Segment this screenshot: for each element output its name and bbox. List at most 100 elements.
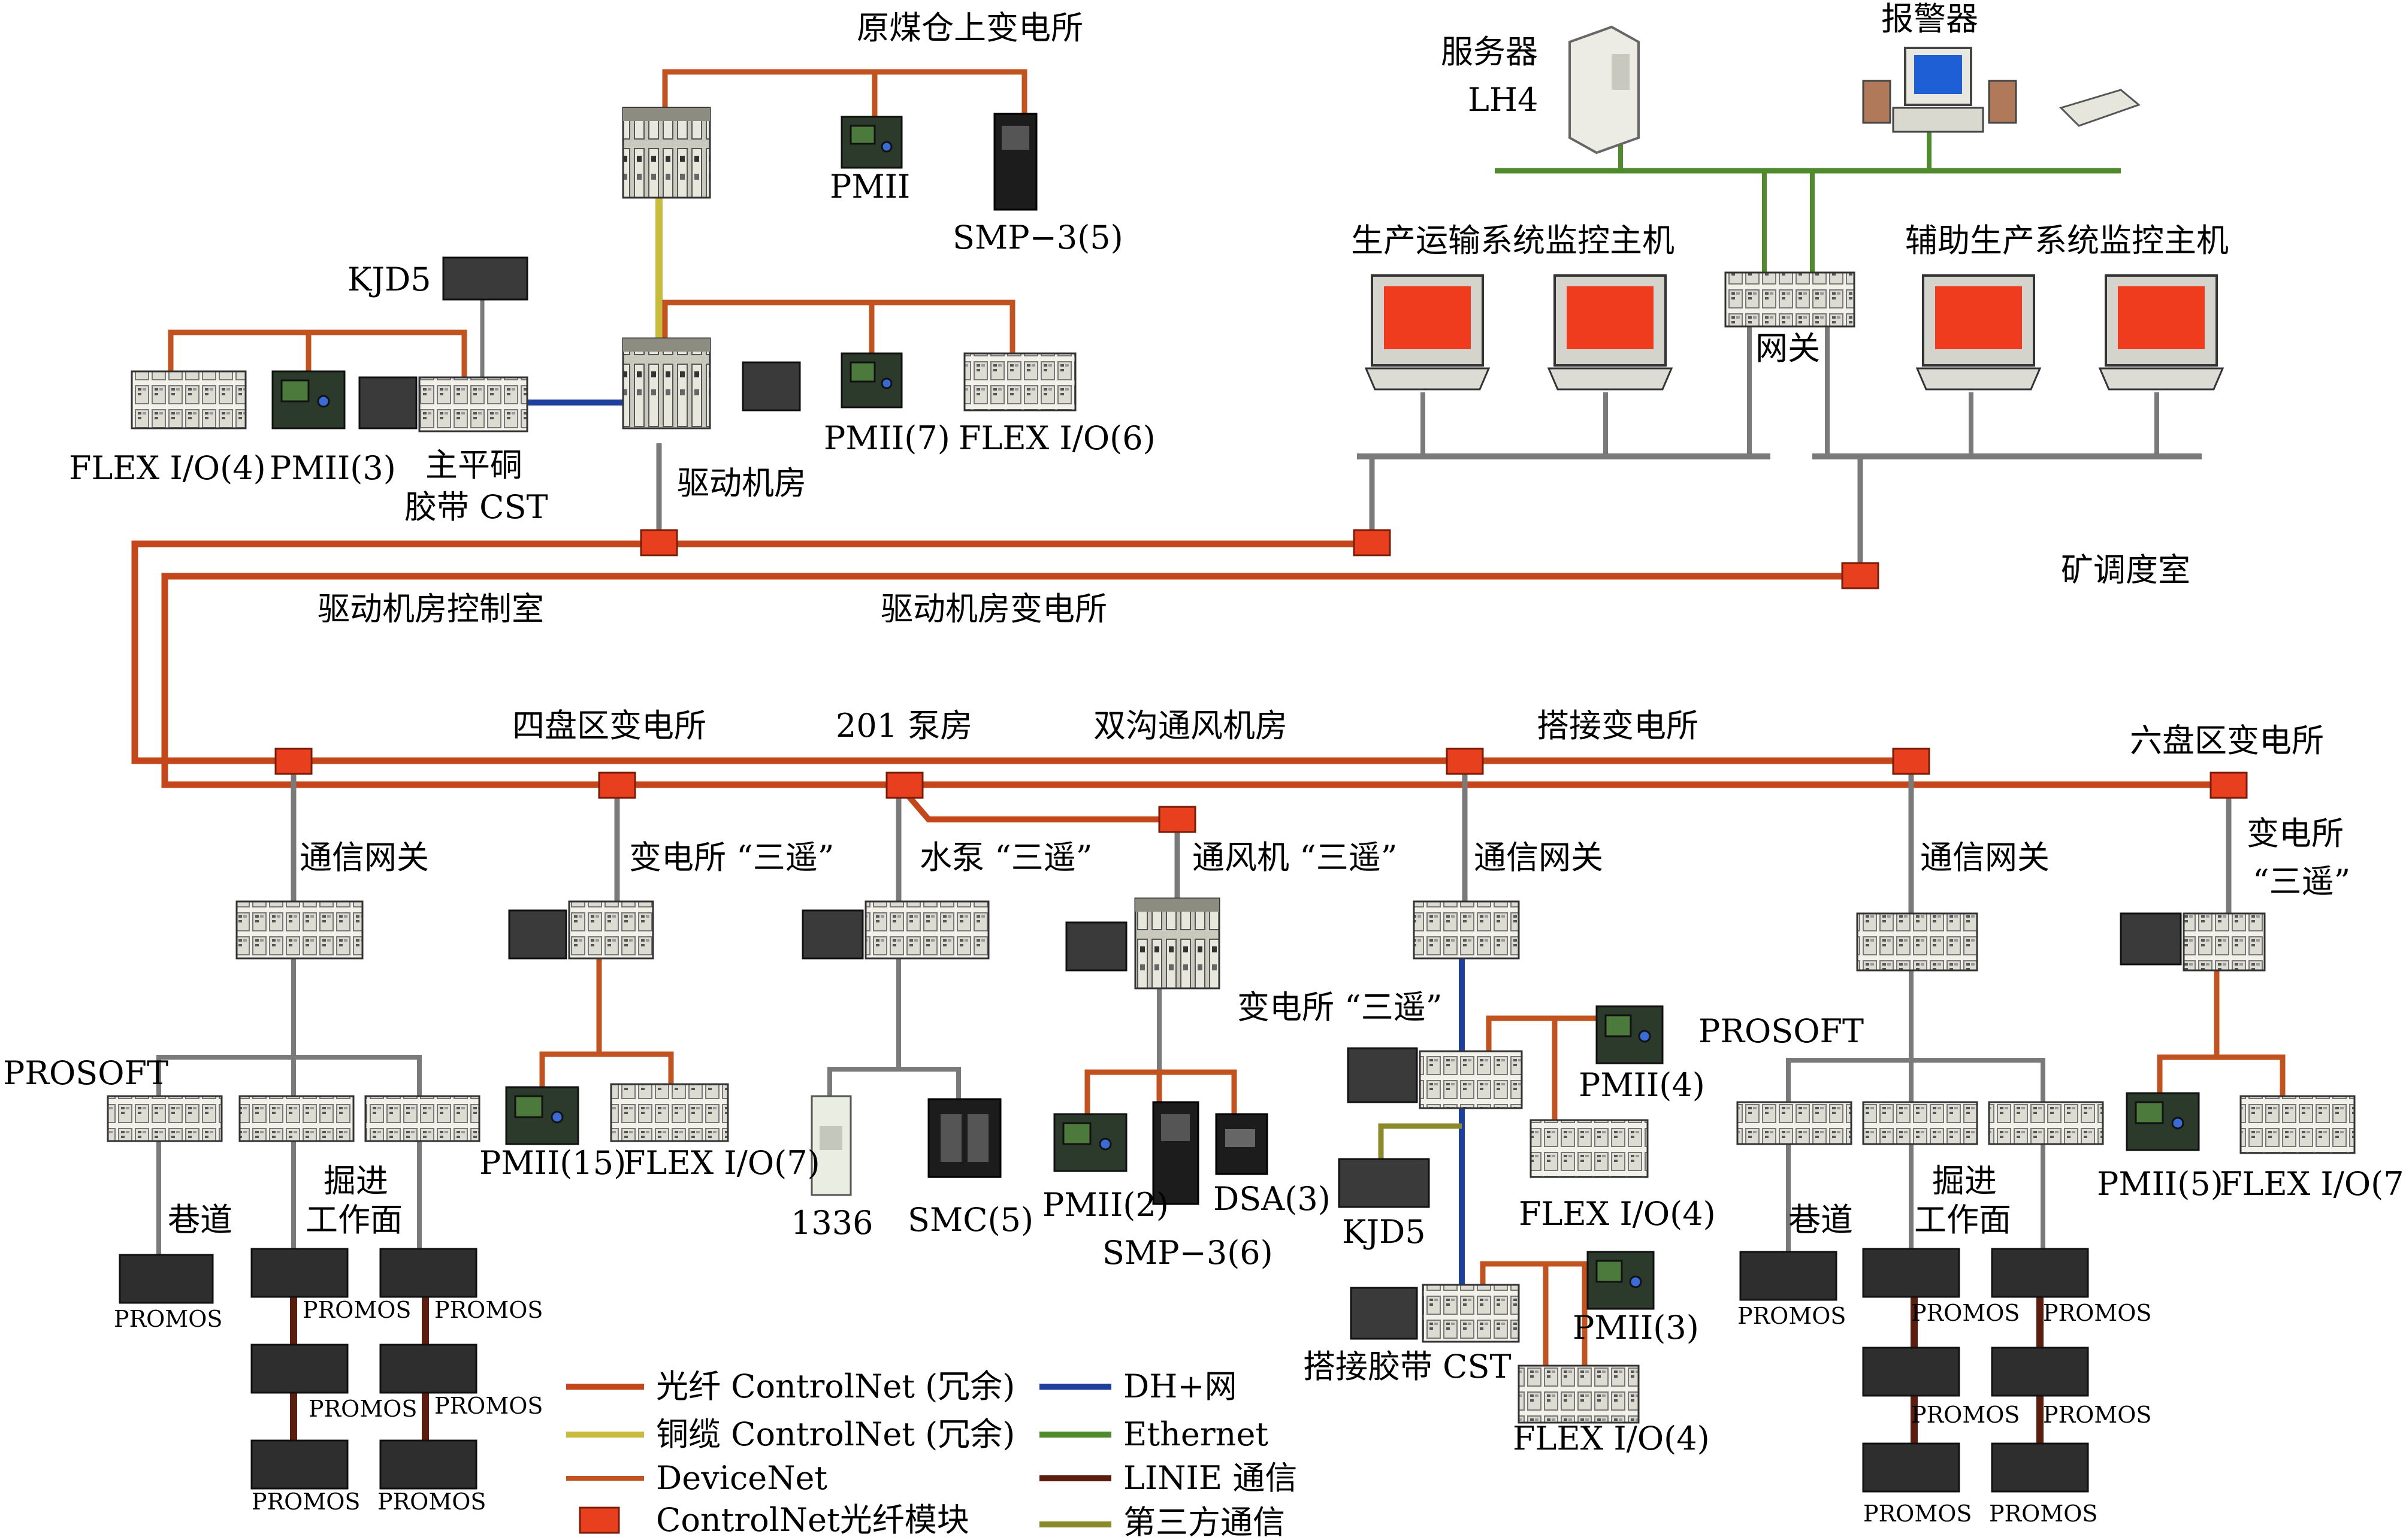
legend-label-module: ControlNet光纤模块 bbox=[656, 1501, 969, 1539]
plc-rack-icon bbox=[1134, 897, 1220, 990]
hmi-panel-icon bbox=[442, 256, 528, 301]
prosoft-module-icon bbox=[238, 1095, 355, 1142]
gateway-plc-icon bbox=[1856, 912, 1978, 972]
hmi-panel-icon bbox=[742, 361, 801, 412]
fiber-controlnet-line bbox=[131, 540, 1911, 764]
label-lane-left: 巷道 bbox=[168, 1201, 232, 1239]
fiber-module-icon bbox=[1892, 748, 1930, 775]
promos-unit-icon bbox=[250, 1344, 349, 1394]
label-kjd5-mid: KJD5 bbox=[1342, 1213, 1426, 1251]
label-promos: PROMOS bbox=[1863, 1500, 1972, 1527]
label-server: 服务器 bbox=[1441, 33, 1538, 71]
drive-unit-icon bbox=[927, 1098, 1002, 1178]
pmii-device-icon bbox=[841, 116, 903, 169]
legend-swatch-module bbox=[579, 1506, 620, 1534]
hmi-panel-icon bbox=[1350, 1287, 1418, 1340]
legend: 光纤 ControlNet (冗余) 铜缆 ControlNet (冗余) De… bbox=[566, 1367, 1297, 1540]
pmii-device-icon bbox=[271, 370, 346, 429]
label-pmii4: PMII(4) bbox=[1579, 1066, 1705, 1104]
flex-io-icon bbox=[610, 1083, 729, 1142]
label-comm-gateway-right: 通信网关 bbox=[1920, 839, 2050, 876]
hmi-panel-icon bbox=[1347, 1047, 1418, 1103]
hmi-panel-icon bbox=[802, 909, 864, 960]
promos-unit-icon bbox=[1862, 1248, 1960, 1298]
devicenet-line bbox=[168, 329, 467, 383]
bus-line bbox=[899, 1067, 961, 1099]
label-comm-gateway-mid: 通信网关 bbox=[1474, 839, 1603, 876]
label-pmii3-left: PMII(3) bbox=[270, 449, 396, 487]
label-flex4-left: FLEX I/O(4) bbox=[69, 449, 266, 487]
drive-unit-icon bbox=[811, 1095, 852, 1196]
label-ventilation: 双沟通风机房 bbox=[1093, 707, 1287, 745]
thirdparty-line bbox=[1378, 1123, 1462, 1159]
legend-label-fiber: 光纤 ControlNet (冗余) bbox=[656, 1367, 1015, 1405]
label-pmii2: PMII(2) bbox=[1042, 1186, 1169, 1224]
flex-io-icon bbox=[131, 370, 247, 429]
promos-unit-icon bbox=[379, 1248, 477, 1298]
label-promos: PROMOS bbox=[1737, 1303, 1846, 1329]
fiber-controlnet-line bbox=[161, 573, 2229, 788]
legend-label-dhplus: DH+网 bbox=[1123, 1367, 1237, 1405]
prosoft-module-icon bbox=[1736, 1101, 1852, 1145]
flex-io-icon bbox=[1518, 1364, 1640, 1424]
drive-unit-icon bbox=[1215, 1113, 1268, 1175]
devicenet-line bbox=[662, 69, 1027, 114]
label-promos: PROMOS bbox=[2043, 1402, 2151, 1428]
label-sipan-substation: 四盘区变电所 bbox=[512, 707, 706, 745]
computer-monitor-icon bbox=[1547, 274, 1673, 391]
plc-rack-icon bbox=[622, 337, 711, 429]
label-1336: 1336 bbox=[791, 1204, 873, 1242]
devicenet-line bbox=[1480, 1261, 1588, 1369]
label-production-host: 生产运输系统监控主机 bbox=[1351, 222, 1674, 259]
bus-line bbox=[827, 955, 901, 1096]
promos-unit-icon bbox=[1739, 1251, 1837, 1301]
label-flex4-a: FLEX I/O(4) bbox=[1519, 1195, 1716, 1233]
label-promos: PROMOS bbox=[114, 1306, 222, 1332]
label-promos: PROMOS bbox=[2043, 1300, 2151, 1326]
promos-unit-icon bbox=[1991, 1442, 2089, 1493]
fiber-module-icon bbox=[640, 529, 678, 556]
promos-unit-icon bbox=[1862, 1347, 1960, 1397]
promos-unit-icon bbox=[1991, 1248, 2089, 1298]
flex-io-icon bbox=[963, 352, 1077, 412]
hmi-panel-icon bbox=[358, 376, 418, 429]
label-flex7-b: FLEX I/O(7) bbox=[2220, 1165, 2406, 1203]
gateway-plc-icon bbox=[865, 900, 990, 960]
gateway-plc-icon bbox=[1419, 1050, 1523, 1109]
fiber-module-icon bbox=[1158, 806, 1196, 833]
fiber-module-icon bbox=[1353, 529, 1391, 556]
legend-label-devicenet: DeviceNet bbox=[656, 1459, 827, 1497]
label-drive-control-room: 驱动机房控制室 bbox=[318, 590, 544, 628]
gateway-plc-icon bbox=[1724, 271, 1855, 328]
flex-io-icon bbox=[1530, 1119, 1649, 1178]
legend-label-linie: LINIE 通信 bbox=[1123, 1459, 1297, 1497]
label-promos: PROMOS bbox=[434, 1393, 543, 1419]
computer-monitor-icon bbox=[2098, 274, 2224, 391]
label-prosoft-right: PROSOFT bbox=[1698, 1012, 1864, 1050]
label-pump-201: 201 泵房 bbox=[836, 707, 972, 745]
computer-monitor-icon bbox=[1364, 274, 1491, 391]
label-main-cst-2: 胶带 CST bbox=[404, 488, 548, 526]
gateway-plc-icon bbox=[1422, 1284, 1520, 1343]
label-pmii3-mid: PMII(3) bbox=[1573, 1309, 1699, 1347]
drive-unit-icon bbox=[993, 113, 1038, 211]
label-kjd5-top: KJD5 bbox=[347, 261, 431, 298]
hmi-panel-icon bbox=[508, 909, 567, 960]
fiber-module-icon bbox=[1446, 748, 1484, 775]
label-gateway: 网关 bbox=[1755, 329, 1820, 367]
pmii-device-icon bbox=[1053, 1113, 1128, 1172]
devicenet-line bbox=[662, 299, 1015, 359]
fiber-controlnet-line bbox=[896, 782, 1177, 822]
fiber-module-icon bbox=[885, 771, 924, 799]
kjd5-unit-icon bbox=[1338, 1158, 1430, 1208]
flex-io-icon bbox=[2239, 1095, 2356, 1154]
promos-unit-icon bbox=[1862, 1442, 1960, 1493]
fiber-module-icon bbox=[274, 748, 313, 775]
label-promos: PROMOS bbox=[252, 1488, 360, 1515]
label-heading-right-1: 掘进 bbox=[1932, 1162, 1997, 1200]
devicenet-line bbox=[2217, 1054, 2286, 1099]
server-tower-icon bbox=[1568, 25, 1640, 155]
fiber-module-icon bbox=[1841, 562, 1879, 589]
label-substation-3r-right-1: 变电所 bbox=[2247, 815, 2344, 852]
devicenet-line bbox=[2157, 967, 2220, 1096]
